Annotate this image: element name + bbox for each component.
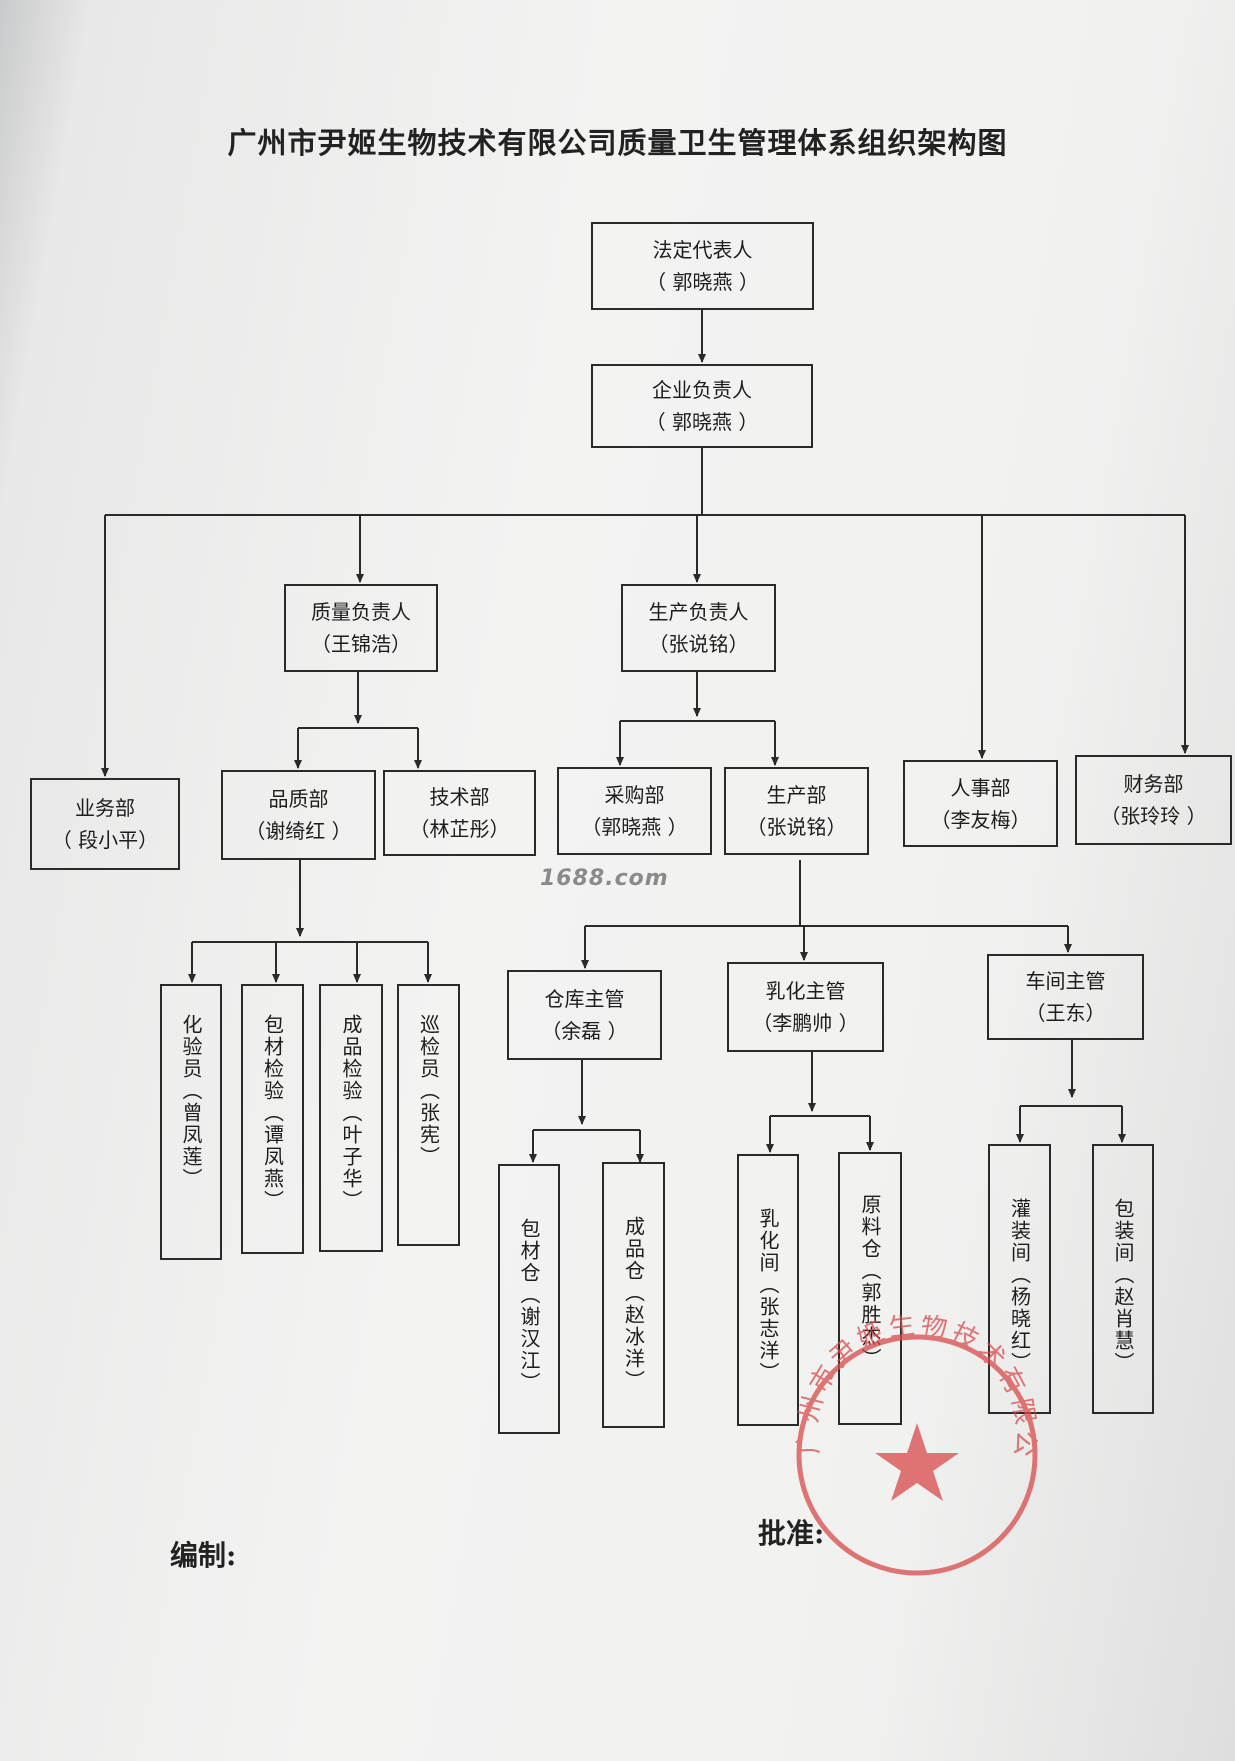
role: 采购部 bbox=[604, 783, 665, 807]
legal-representative-box: 法定代表人 （ 郭晓燕 ） bbox=[591, 222, 814, 310]
person: （谢汉江） bbox=[517, 1284, 541, 1394]
company-seal: 广州市尹姬生物技术有限公司 bbox=[782, 1315, 1038, 1576]
role: 企业负责人 bbox=[652, 378, 752, 402]
business-dept-box: 业务部 （ 段小平） bbox=[30, 778, 180, 870]
emulsify-manager-box: 乳化主管 （李鹏帅 ） bbox=[727, 962, 884, 1052]
patrol-inspector-box: 巡检员（张宪） bbox=[397, 984, 460, 1246]
role: 乳化主管 bbox=[765, 979, 846, 1003]
person: （谢绮红 ） bbox=[245, 819, 352, 843]
qc-dept-box: 品质部 （谢绮红 ） bbox=[221, 770, 376, 860]
role: 包材仓 bbox=[517, 1218, 541, 1284]
person: （ 段小平） bbox=[51, 828, 159, 852]
packaging-inspection-box: 包材检验（谭凤燕） bbox=[241, 984, 304, 1254]
role: 法定代表人 bbox=[652, 238, 753, 262]
person: （张说铭） bbox=[648, 632, 749, 656]
role: 生产部 bbox=[766, 783, 827, 807]
person: （赵肖慧） bbox=[1111, 1264, 1135, 1374]
role: 成品检验 bbox=[339, 1014, 363, 1102]
document-title: 广州市尹姬生物技术有限公司质量卫生管理体系组织架构图 bbox=[227, 126, 1008, 160]
person: （ 郭晓燕 ） bbox=[645, 410, 759, 434]
person: （余磊 ） bbox=[541, 1019, 628, 1043]
person: （王东） bbox=[1025, 1001, 1106, 1025]
quality-head-box: 质量负责人 （王锦浩） bbox=[284, 584, 438, 672]
role: 品质部 bbox=[268, 787, 329, 811]
role: 成品仓 bbox=[621, 1216, 646, 1282]
person: （林芷彤） bbox=[409, 817, 510, 841]
role: 原料仓 bbox=[858, 1194, 882, 1260]
person: （谭凤燕） bbox=[260, 1102, 285, 1212]
person: （张志洋） bbox=[756, 1274, 780, 1384]
production-head-box: 生产负责人 （张说铭） bbox=[621, 584, 776, 672]
role: 质量负责人 bbox=[311, 600, 411, 624]
tech-dept-box: 技术部 （林芷彤） bbox=[383, 770, 536, 856]
warehouse-manager-box: 仓库主管 （余磊 ） bbox=[507, 970, 662, 1060]
person: （张宪） bbox=[416, 1080, 441, 1168]
role: 仓库主管 bbox=[544, 987, 625, 1011]
hr-dept-box: 人事部 （李友梅） bbox=[903, 760, 1058, 847]
role: 包材检验 bbox=[260, 1014, 285, 1102]
role: 车间主管 bbox=[1025, 969, 1106, 993]
role: 业务部 bbox=[75, 796, 135, 820]
compiled-by-label: 编制: bbox=[170, 1539, 237, 1572]
role: 化验员 bbox=[179, 1014, 203, 1080]
packing-room-box: 包装间（赵肖慧） bbox=[1092, 1144, 1154, 1414]
role: 财务部 bbox=[1123, 772, 1184, 796]
enterprise-head-box: 企业负责人 （ 郭晓燕 ） bbox=[591, 364, 813, 448]
person: （李友梅） bbox=[930, 807, 1031, 832]
emulsify-room-box: 乳化间（张志洋） bbox=[737, 1154, 799, 1426]
person: （曾凤莲） bbox=[179, 1080, 203, 1190]
product-inspection-box: 成品检验（叶子华） bbox=[319, 984, 383, 1252]
product-store-box: 成品仓（赵冰洋） bbox=[602, 1162, 665, 1428]
person: （王锦浩） bbox=[311, 632, 411, 656]
approved-by-label: 批准: bbox=[758, 1517, 825, 1550]
role: 包装间 bbox=[1111, 1198, 1135, 1264]
lab-tester-box: 化验员（曾凤莲） bbox=[160, 984, 222, 1260]
watermark: 1688.com bbox=[540, 866, 669, 891]
person: （李鹏帅 ） bbox=[752, 1011, 859, 1035]
person: （张说铭） bbox=[746, 815, 847, 839]
purchase-dept-box: 采购部 （郭晓燕 ） bbox=[557, 767, 712, 855]
person: （郭晓燕 ） bbox=[581, 815, 688, 839]
workshop-manager-box: 车间主管 （王东） bbox=[987, 954, 1144, 1040]
finance-dept-box: 财务部 （张玲玲 ） bbox=[1075, 755, 1232, 845]
person: （赵冰洋） bbox=[621, 1282, 646, 1392]
packaging-store-box: 包材仓（谢汉江） bbox=[498, 1164, 560, 1434]
person: （叶子华） bbox=[339, 1102, 363, 1212]
role: 技术部 bbox=[429, 785, 490, 809]
filling-room-box: 灌装间（杨晓红） bbox=[988, 1144, 1051, 1414]
role: 灌装间 bbox=[1007, 1198, 1032, 1264]
role: 人事部 bbox=[950, 775, 1011, 800]
person: （ 郭晓燕 ） bbox=[646, 270, 759, 294]
role: 生产负责人 bbox=[648, 600, 749, 624]
person: （张玲玲 ） bbox=[1100, 804, 1207, 828]
role: 巡检员 bbox=[416, 1014, 441, 1080]
production-dept-box: 生产部 （张说铭） bbox=[724, 767, 869, 855]
role: 乳化间 bbox=[756, 1208, 780, 1274]
person: （杨晓红） bbox=[1007, 1264, 1032, 1374]
